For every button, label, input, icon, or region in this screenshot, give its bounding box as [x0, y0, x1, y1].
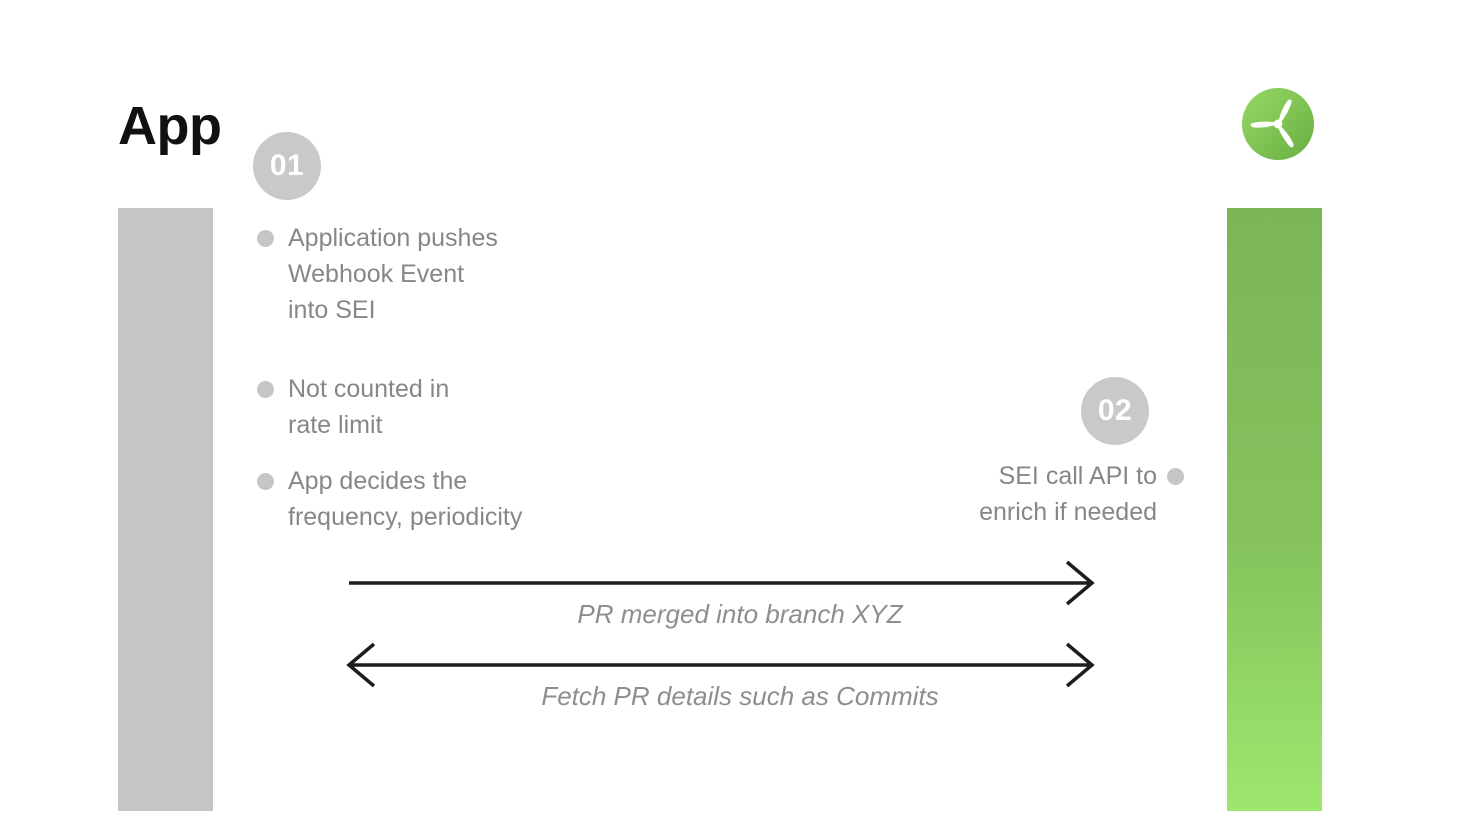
page-title: App — [118, 96, 222, 156]
bullet-item-frequency: App decides the frequency, periodicity — [257, 463, 522, 535]
step-two-badge: 02 — [1081, 377, 1149, 445]
left-column-bar — [118, 208, 213, 811]
bullet-dot — [1167, 468, 1184, 485]
bullet-item-enrich: SEI call API to enrich if needed — [900, 458, 1184, 530]
step-one-badge: 01 — [253, 132, 321, 200]
bidirectional-arrow — [346, 642, 1095, 688]
bullet-item-rate-limit: Not counted in rate limit — [257, 371, 449, 443]
bullet-text: Not counted in rate limit — [288, 375, 450, 439]
bullet-dot — [257, 381, 274, 398]
bullet-text: SEI call API to enrich if needed — [979, 462, 1157, 526]
bullet-text: App decides the frequency, periodicity — [288, 467, 523, 531]
right-column-bar — [1227, 208, 1322, 811]
bullet-dot — [257, 230, 274, 247]
bullet-dot — [257, 473, 274, 490]
bullet-text: Application pushes Webhook Event into SE… — [288, 224, 498, 324]
bullet-item-webhook: Application pushes Webhook Event into SE… — [257, 220, 498, 328]
forward-arrow — [349, 560, 1095, 606]
wind-turbine-icon — [1241, 87, 1315, 161]
arrow-label-fetch-pr: Fetch PR details such as Commits — [541, 681, 939, 711]
arrow-label-pr-merged: PR merged into branch XYZ — [577, 599, 903, 629]
